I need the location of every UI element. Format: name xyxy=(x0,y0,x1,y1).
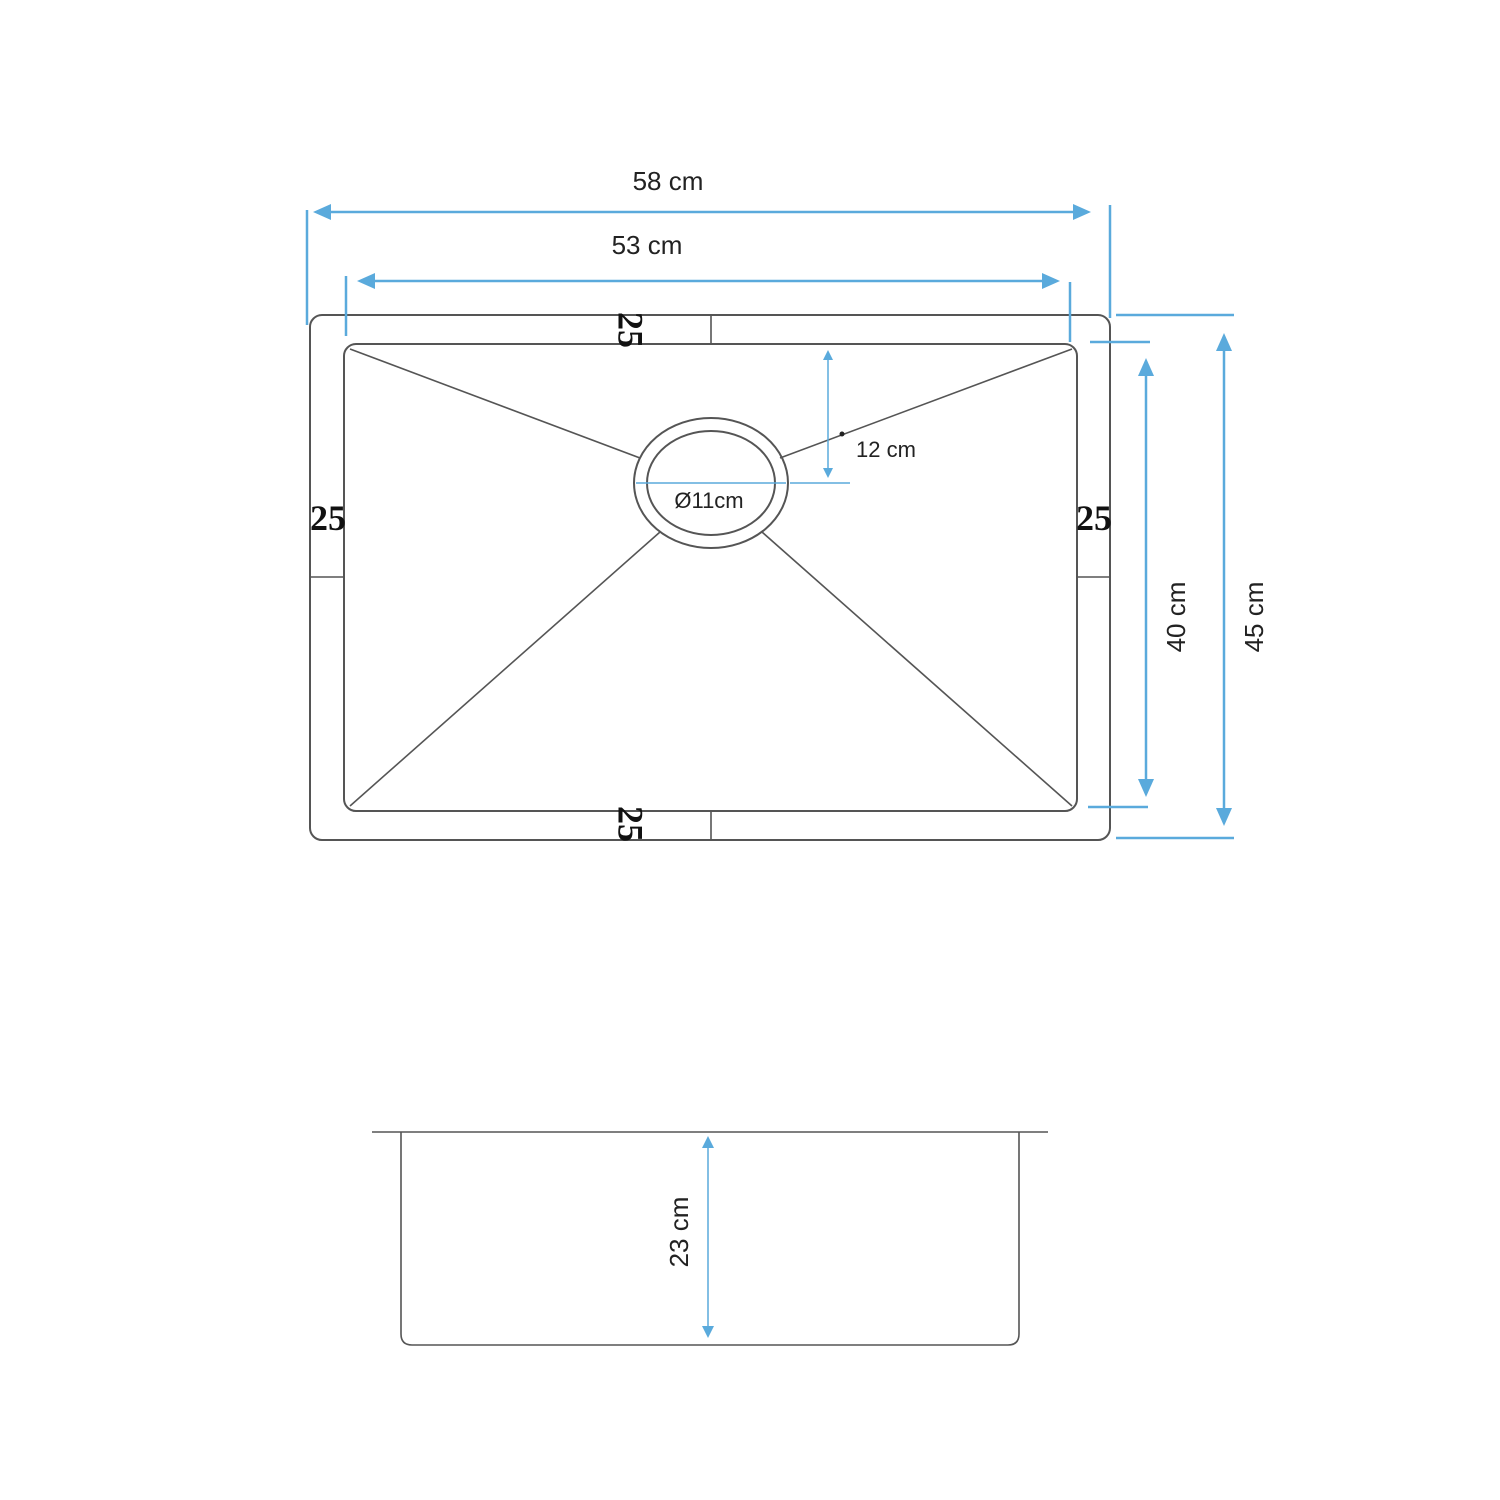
slope-line-top-left xyxy=(349,348,641,459)
overall-width-label: 58 cm xyxy=(633,166,704,196)
drain-offset-arrow-bottom xyxy=(823,468,833,478)
overall-height-label: 45 cm xyxy=(1239,582,1269,653)
overall-height-arrow-bottom xyxy=(1216,808,1232,826)
drain-offset-label: 12 cm xyxy=(856,437,916,462)
overall-height-arrow-top xyxy=(1216,333,1232,351)
slope-line-bottom-left xyxy=(349,531,661,807)
sink-inner-basin xyxy=(343,343,1078,812)
depth-arrow-top xyxy=(702,1136,714,1148)
drain-offset-leader-dot xyxy=(839,431,845,437)
inner-width-label: 53 cm xyxy=(612,230,683,260)
sink-outer-rim xyxy=(309,314,1111,841)
drain-diameter-label: Ø11cm xyxy=(674,488,743,513)
corner-radius-left-label: 25 xyxy=(310,498,346,538)
inner-width-arrow-left xyxy=(357,273,375,289)
corner-radius-top-label: 25 xyxy=(611,312,651,348)
side-view-basin xyxy=(400,1132,1020,1346)
corner-radius-bottom-label: 25 xyxy=(611,806,651,842)
inner-height-arrow-bottom xyxy=(1138,779,1154,797)
inner-height-arrow-top xyxy=(1138,358,1154,376)
overall-width-arrow-right xyxy=(1073,204,1091,220)
slope-line-top-right xyxy=(779,348,1073,459)
dimensions-top-view: 58 cm 53 cm 40 cm 45 cm 12 cm Ø11cm xyxy=(305,166,1269,840)
overall-width-arrow-left xyxy=(313,204,331,220)
depth-label: 23 cm xyxy=(664,1197,694,1268)
drain-outer-ring xyxy=(633,417,789,549)
inner-height-label: 40 cm xyxy=(1161,582,1191,653)
top-view: 25 25 25 25 xyxy=(309,312,1112,842)
slope-line-bottom-right xyxy=(761,531,1073,807)
depth-arrow-bottom xyxy=(702,1326,714,1338)
corner-radius-right-label: 25 xyxy=(1076,498,1112,538)
side-view: 23 cm xyxy=(372,1131,1048,1346)
inner-width-arrow-right xyxy=(1042,273,1060,289)
drain-offset-arrow-top xyxy=(823,350,833,360)
